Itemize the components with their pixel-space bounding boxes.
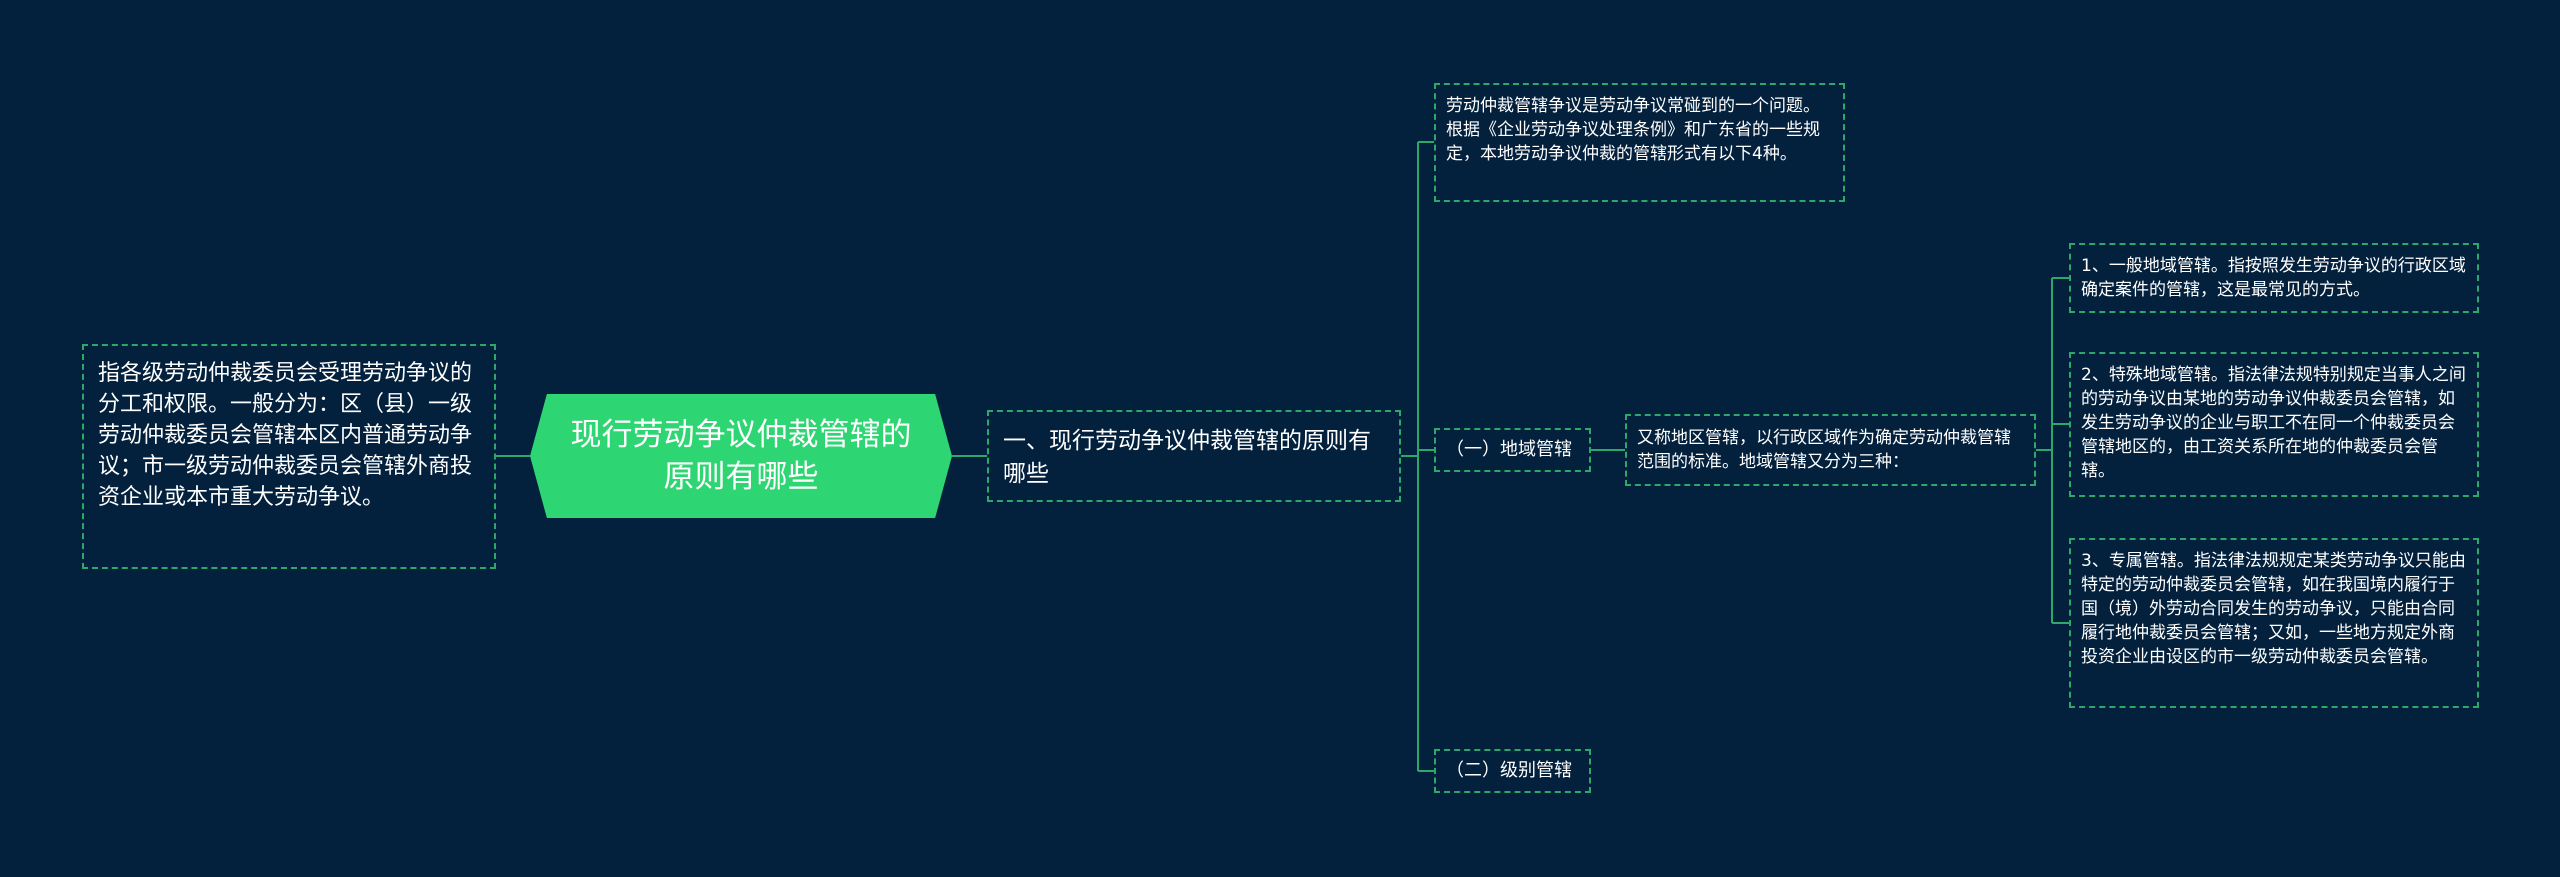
level-jurisdiction-label: （二）级别管辖 — [1446, 760, 1572, 781]
left-note-node[interactable]: 指各级劳动仲裁委员会受理劳动争议的分工和权限。一般分为：区（县）一级劳动仲裁委员… — [82, 344, 496, 569]
exclusive-jurisdiction-node[interactable]: 3、专属管辖。指法律法规规定某类劳动争议只能由特定的劳动仲裁委员会管辖，如在我国… — [2069, 538, 2479, 708]
area-description-node[interactable]: 又称地区管辖，以行政区域作为确定劳动仲裁管辖范围的标准。地域管辖又分为三种： — [1625, 414, 2036, 486]
general-area-text: 1、一般地域管辖。指按照发生劳动争议的行政区域确定案件的管辖，这是最常见的方式。 — [2081, 256, 2466, 300]
root-topic-label: 现行劳动争议仲裁管辖的原则有哪些 — [570, 417, 912, 495]
special-area-text: 2、特殊地域管辖。指法律法规特别规定当事人之间的劳动争议由某地的劳动争议仲裁委员… — [2081, 365, 2466, 481]
area-jurisdiction-label: （一）地域管辖 — [1446, 439, 1572, 460]
section-one-label: 一、现行劳动争议仲裁管辖的原则有哪些 — [1003, 428, 1371, 487]
left-note-text: 指各级劳动仲裁委员会受理劳动争议的分工和权限。一般分为：区（县）一级劳动仲裁委员… — [98, 361, 473, 510]
intro-node[interactable]: 劳动仲裁管辖争议是劳动争议常碰到的一个问题。根据《企业劳动争议处理条例》和广东省… — [1434, 83, 1845, 202]
area-description-text: 又称地区管辖，以行政区域作为确定劳动仲裁管辖范围的标准。地域管辖又分为三种： — [1637, 428, 2011, 472]
root-topic[interactable]: 现行劳动争议仲裁管辖的原则有哪些 — [530, 394, 952, 518]
general-area-node[interactable]: 1、一般地域管辖。指按照发生劳动争议的行政区域确定案件的管辖，这是最常见的方式。 — [2069, 243, 2479, 313]
level-jurisdiction-node[interactable]: （二）级别管辖 — [1434, 749, 1591, 793]
intro-text: 劳动仲裁管辖争议是劳动争议常碰到的一个问题。根据《企业劳动争议处理条例》和广东省… — [1446, 96, 1820, 164]
section-one-node[interactable]: 一、现行劳动争议仲裁管辖的原则有哪些 — [987, 410, 1401, 502]
special-area-node[interactable]: 2、特殊地域管辖。指法律法规特别规定当事人之间的劳动争议由某地的劳动争议仲裁委员… — [2069, 352, 2479, 497]
exclusive-jurisdiction-text: 3、专属管辖。指法律法规规定某类劳动争议只能由特定的劳动仲裁委员会管辖，如在我国… — [2081, 551, 2466, 667]
area-jurisdiction-node[interactable]: （一）地域管辖 — [1434, 428, 1591, 472]
